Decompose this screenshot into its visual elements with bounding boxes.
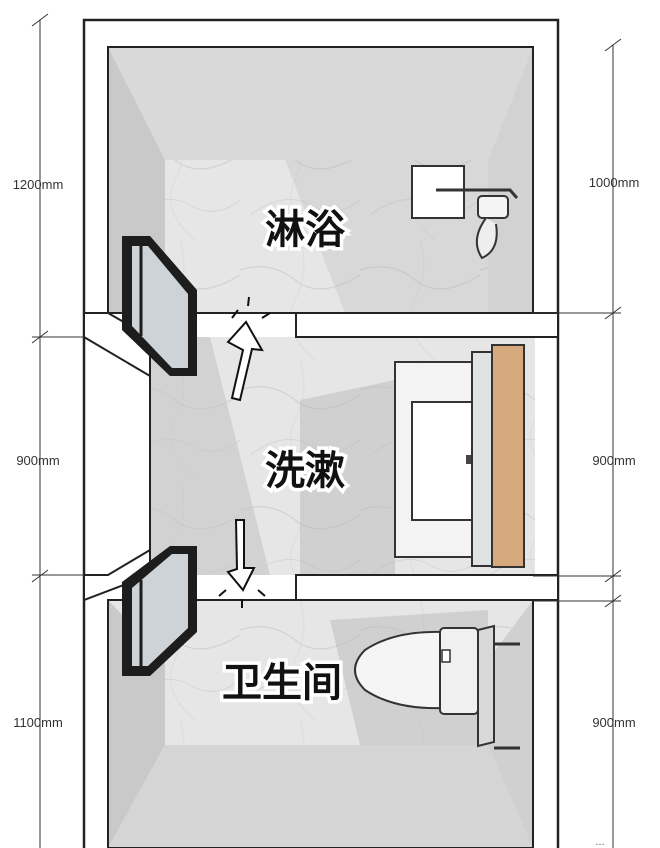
shower-wall-right — [488, 47, 533, 313]
shower-hose — [475, 217, 498, 260]
toilet-fixture — [354, 624, 520, 750]
dimension-right-shower: 1000mm — [589, 175, 640, 190]
mirror-cabinet — [471, 351, 493, 567]
sparkle-top — [231, 296, 271, 319]
shower-head — [477, 195, 509, 219]
zone-label-vanity: 洗漱 — [265, 448, 345, 494]
shower-room — [107, 46, 534, 314]
window-lower — [122, 546, 197, 676]
shower-fixture — [411, 165, 519, 260]
sparkle-bottom — [218, 589, 266, 608]
partition-wall-lower-right — [295, 574, 559, 601]
dimension-left-toilet: 1100mm — [13, 715, 63, 730]
flush-button — [441, 649, 451, 663]
arrow-up-icon — [226, 296, 271, 402]
dimension-line-right — [533, 38, 622, 848]
shower-pipe — [436, 188, 519, 199]
toilet-bowl — [354, 630, 446, 710]
toilet-wall-bottom — [108, 745, 533, 848]
dimension-left-vanity: 900mm — [16, 453, 59, 468]
dimension-line-left — [31, 13, 84, 848]
toilet-inner-edge — [107, 599, 534, 848]
wood-panel — [491, 344, 525, 568]
partition-wall-upper-right — [295, 312, 559, 338]
toilet-wall-right — [488, 600, 533, 848]
window-upper-glass — [132, 246, 188, 368]
vanity-shadow-left — [150, 337, 270, 575]
dimension-right-vanity: 900mm — [592, 453, 635, 468]
shower-valve-plate — [411, 165, 465, 219]
window-lower-glass — [132, 554, 188, 666]
sink-basin — [411, 401, 475, 521]
corner-mark: … — [596, 838, 605, 848]
toilet-tank — [439, 627, 479, 715]
window-upper — [122, 236, 197, 376]
zone-label-toilet: 卫生间 — [222, 660, 342, 706]
dimension-right-toilet: 900mm — [592, 715, 635, 730]
vanity-cabinet — [394, 344, 525, 568]
arrow-down-icon — [218, 519, 266, 608]
shower-wall-top — [108, 47, 533, 160]
vanity-shadow-right — [300, 380, 395, 575]
grab-bar — [477, 624, 495, 748]
zone-label-shower: 淋浴 — [265, 207, 346, 253]
dimension-left-shower: 1200mm — [13, 177, 64, 192]
faucet — [466, 455, 472, 464]
